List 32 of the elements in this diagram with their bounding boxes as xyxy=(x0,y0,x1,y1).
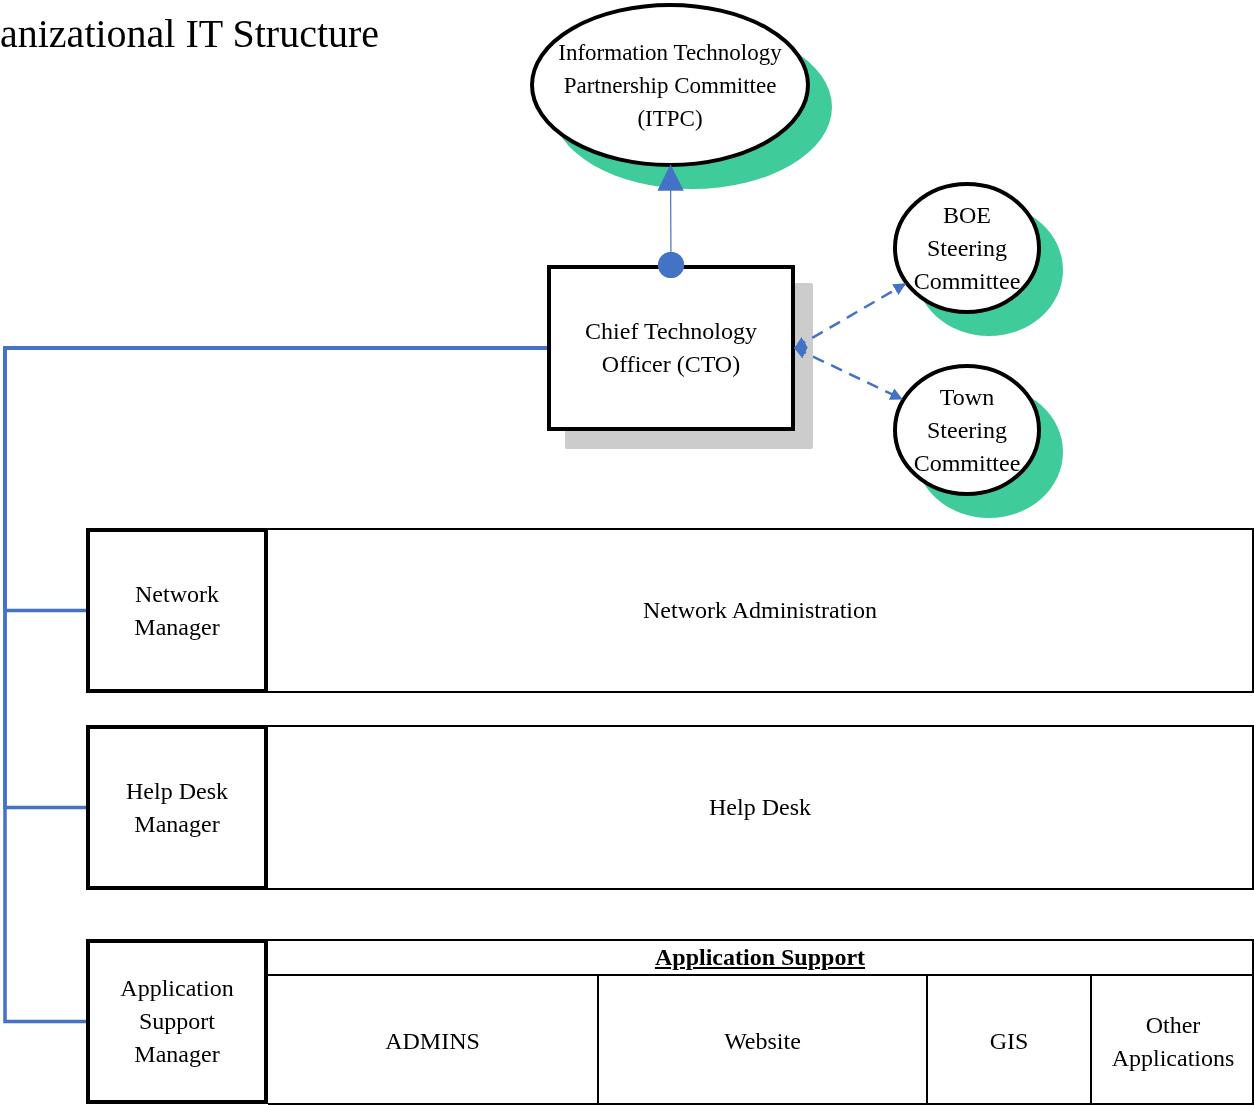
connector xyxy=(3,346,547,1024)
connector xyxy=(793,282,907,350)
node-label: ADMINS xyxy=(385,1027,480,1056)
connector xyxy=(793,346,903,401)
node-label: Application Support Manager xyxy=(119,974,235,1069)
node-label: Information Technology Partnership Committee (ITPC) xyxy=(557,38,783,133)
node-label: Help Desk xyxy=(709,793,811,822)
node-label: GIS xyxy=(989,1027,1029,1056)
node-label: Other Applications xyxy=(1110,1010,1236,1073)
role-box xyxy=(86,528,268,693)
role-box xyxy=(86,725,268,890)
connector xyxy=(657,164,685,279)
department-band xyxy=(268,939,1254,1105)
role-box xyxy=(547,265,795,431)
node-label: Town Steering Committee xyxy=(912,382,1022,478)
section-heading: Application Support xyxy=(654,943,866,972)
unit-box xyxy=(597,974,926,1105)
node-label: Network Manager xyxy=(133,579,221,642)
node-label: BOE Steering Committee xyxy=(912,200,1022,296)
node-label: Website xyxy=(724,1027,801,1056)
department-band xyxy=(268,528,1254,693)
role-box xyxy=(86,939,268,1104)
committee-circle xyxy=(893,364,1041,496)
unit-box xyxy=(1090,974,1254,1105)
committee-circle xyxy=(893,182,1041,314)
department-band xyxy=(268,725,1254,890)
node-label: Chief Technology Officer (CTO) xyxy=(584,317,758,379)
node-label: Network Administration xyxy=(643,596,877,625)
unit-box xyxy=(926,974,1090,1105)
committee-ellipse xyxy=(530,3,810,167)
node-label: Help Desk Manager xyxy=(125,776,229,839)
diagram-title: anizational IT Structure xyxy=(0,10,380,57)
